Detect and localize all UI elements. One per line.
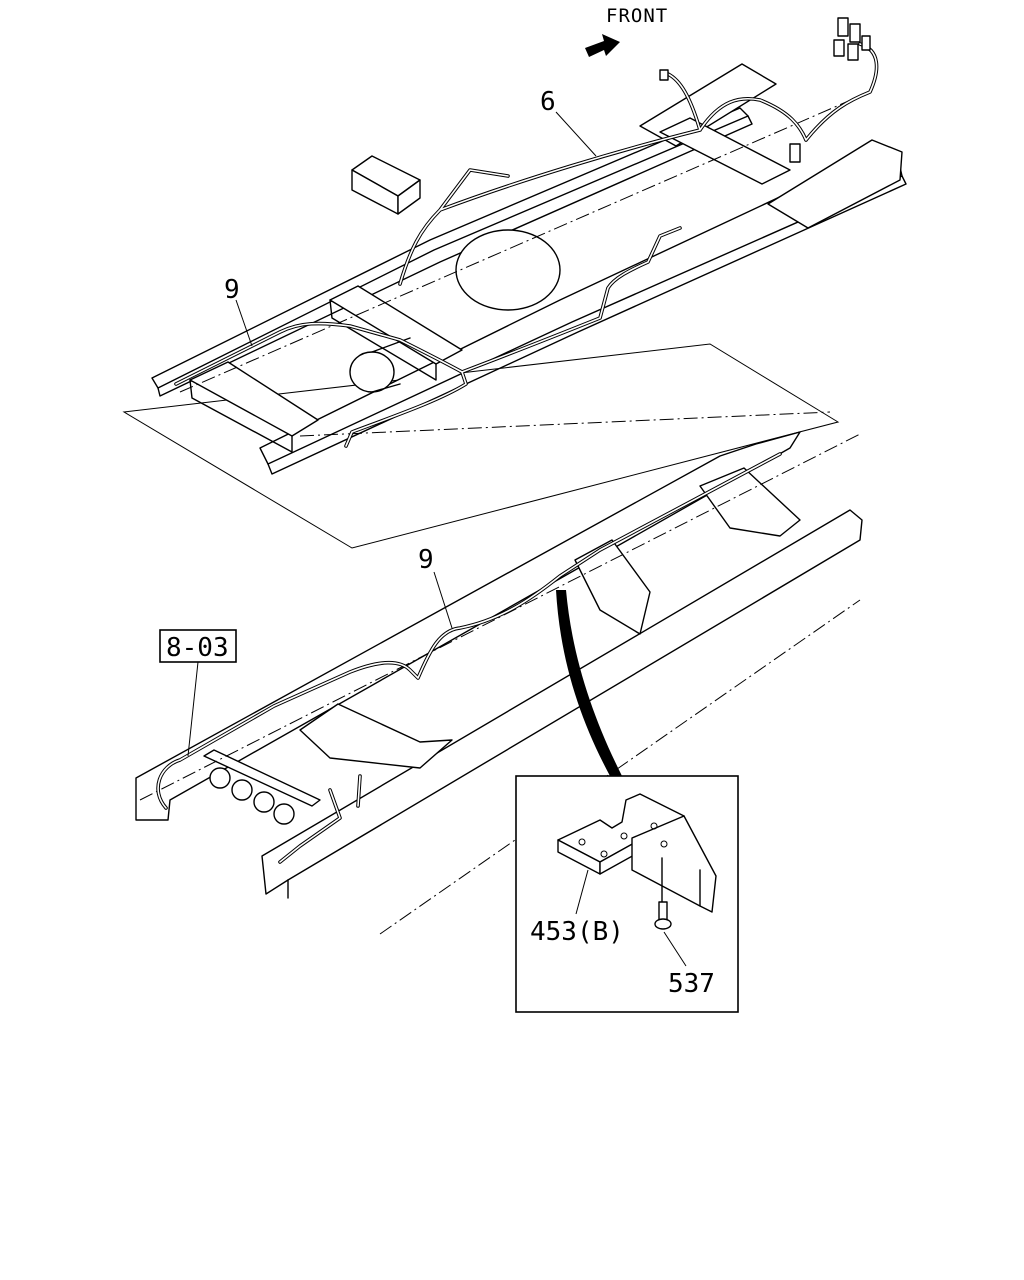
lower-cross-1 [299, 703, 453, 769]
bolt-537 [654, 857, 672, 930]
leader-537 [663, 931, 687, 967]
leader-9-upper [235, 299, 253, 347]
detail-pointer [556, 590, 622, 776]
lower-chassis-view [135, 431, 863, 935]
battery-box [351, 155, 421, 215]
front-arrow-icon [585, 34, 620, 57]
callout-9-upper: 9 [224, 275, 240, 305]
front-bumper-plate [767, 139, 903, 229]
lower-cross-2 [574, 539, 651, 635]
front-indicator: FRONT [585, 5, 668, 57]
connector-cluster [659, 17, 871, 163]
leader-9-lower [433, 571, 453, 629]
fuel-tank [455, 229, 561, 311]
callout-8-03: 8-03 [166, 633, 229, 663]
cross-member-3 [659, 117, 791, 185]
cross-member-2 [329, 285, 463, 365]
lower-far-rail [261, 509, 863, 895]
upper-chassis-view [122, 17, 907, 549]
callout-537: 537 [668, 969, 715, 999]
detail-inset [515, 775, 739, 1013]
leader-6 [555, 111, 597, 157]
front-label: FRONT [606, 5, 668, 27]
tail-lights [209, 767, 295, 825]
tail-light-bar [203, 749, 321, 807]
tank-end [349, 351, 395, 393]
ref-box-8-03[interactable]: 8-03 [159, 629, 237, 663]
mount-plate [631, 815, 717, 913]
callout-453b: 453(B) [530, 917, 624, 947]
leader-8-03 [187, 661, 199, 757]
cross-member-1 [189, 361, 319, 437]
callout-9-lower: 9 [418, 545, 434, 575]
upper-ground-plane [122, 343, 840, 549]
callout-6: 6 [540, 87, 556, 117]
leader-453b [575, 869, 589, 915]
